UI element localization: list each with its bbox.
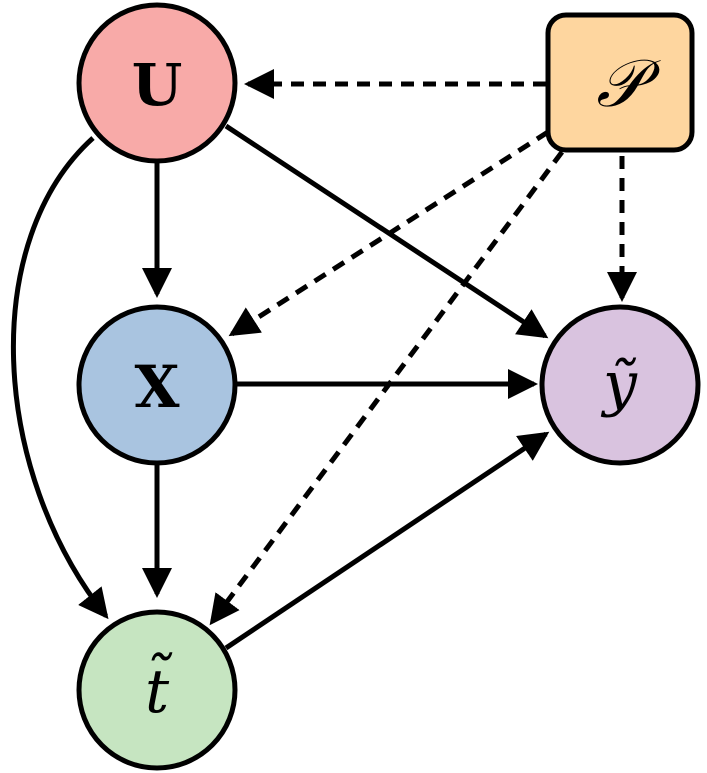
node-u-circle	[76, 2, 238, 164]
node-t: t̃	[76, 609, 238, 771]
node-t-label: t̃	[145, 653, 173, 727]
node-u-label: U	[132, 51, 183, 119]
node-x-label: X	[134, 353, 179, 421]
edge-p-to-x	[228, 129, 550, 337]
node-x: X	[76, 304, 238, 466]
node-y-circle	[539, 304, 701, 466]
edge-t-to-y	[224, 431, 550, 651]
node-x-circle	[76, 304, 238, 466]
node-y: ỹ	[539, 304, 701, 466]
node-p-box	[545, 12, 695, 153]
edge-p-to-t	[209, 150, 565, 626]
node-y-label: ỹ	[600, 349, 638, 419]
edge-u-to-t	[11, 136, 109, 620]
node-t-circle	[76, 609, 238, 771]
node-u: U	[76, 2, 238, 164]
node-p: 𝒫	[545, 12, 695, 153]
edge-u-to-y	[224, 123, 549, 339]
